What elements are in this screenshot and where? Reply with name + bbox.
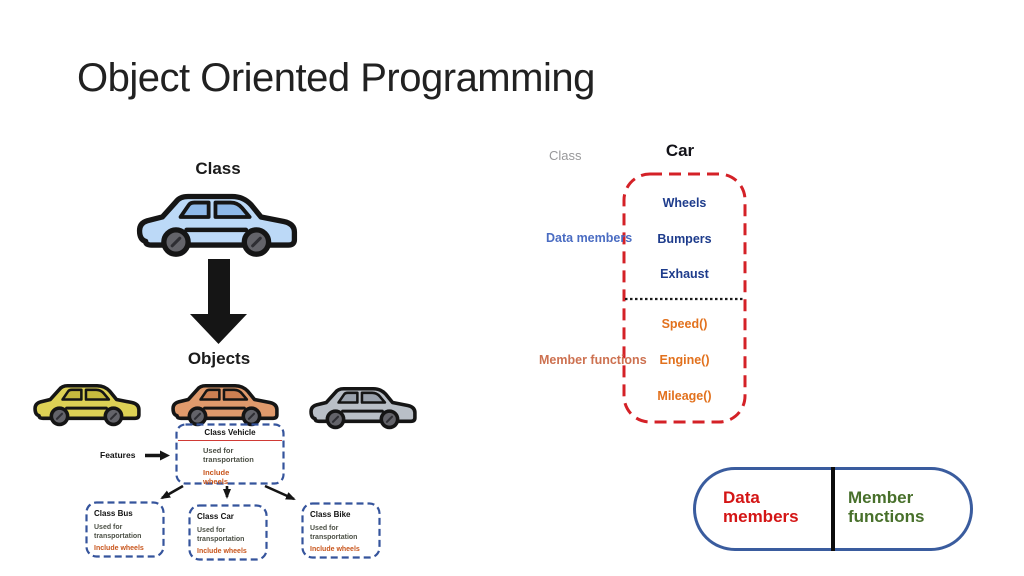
objects-label: Objects [187,349,251,368]
dashed-border [188,504,268,561]
orange-car-icon [170,374,282,427]
box-feature-1: Used for transportation [94,524,142,540]
legend-member-functions: Member functions [848,488,925,526]
dashed-border [85,501,165,558]
down-arrow-icon [190,259,247,344]
class-car-box: Class Car Used for transportation Includ… [188,504,268,561]
box-feature-1: Used for transportation [310,525,358,541]
car-icon [171,383,279,427]
blue-car-icon [135,179,302,258]
car-icon [136,193,298,257]
tree-connector-arrows [160,484,296,501]
legend-line: functions [848,507,925,526]
box-title: Class Vehicle [178,423,282,441]
box-title: Class Car [197,512,234,521]
dashed-border [301,502,381,559]
data-member-item: Bumpers [657,232,712,246]
box-feature-2: Include wheels [197,548,247,555]
class-label-gray: Class [549,148,582,163]
legend-line: Member [848,488,914,507]
box-title: Class Bike [310,510,351,519]
car-icon [33,383,141,427]
features-arrow-icon [145,450,170,461]
data-member-item: Exhaust [660,267,709,281]
car-class-box [622,172,747,424]
box-feature-1: Used for transportation [197,527,245,543]
features-label: Features [100,450,136,460]
legend-data-members: Data members [723,488,799,526]
class-vehicle-box: Class Vehicle Used for transportation In… [175,423,285,486]
data-member-item: Wheels [662,196,707,210]
member-function-item: Mileage() [657,389,712,403]
member-function-item: Speed() [661,317,708,331]
legend-line: Data [723,488,760,507]
car-class-title: Car [665,141,695,160]
member-functions-label: Member functions [539,353,647,367]
gray-car-icon [308,377,420,430]
car-icon [309,386,417,430]
class-label: Class [195,159,241,178]
box-feature-2: Include wheels [203,468,230,486]
dashed-border [175,423,285,485]
box-feature-1: Used for transportation [203,446,254,464]
box-feature-2: Include wheels [94,545,144,552]
yellow-car-icon [32,374,144,427]
legend-line: members [723,507,799,526]
box-title: Class Bus [94,509,133,518]
box-feature-2: Include wheels [310,546,360,553]
page-title: Object Oriented Programming [77,56,595,100]
pill-divider [831,467,835,551]
class-bike-box: Class Bike Used for transportation Inclu… [301,502,381,559]
member-function-item: Engine() [659,353,710,367]
red-dashed-border [622,172,747,424]
data-members-label: Data members [546,231,633,245]
class-bus-box: Class Bus Used for transportation Includ… [85,501,165,558]
